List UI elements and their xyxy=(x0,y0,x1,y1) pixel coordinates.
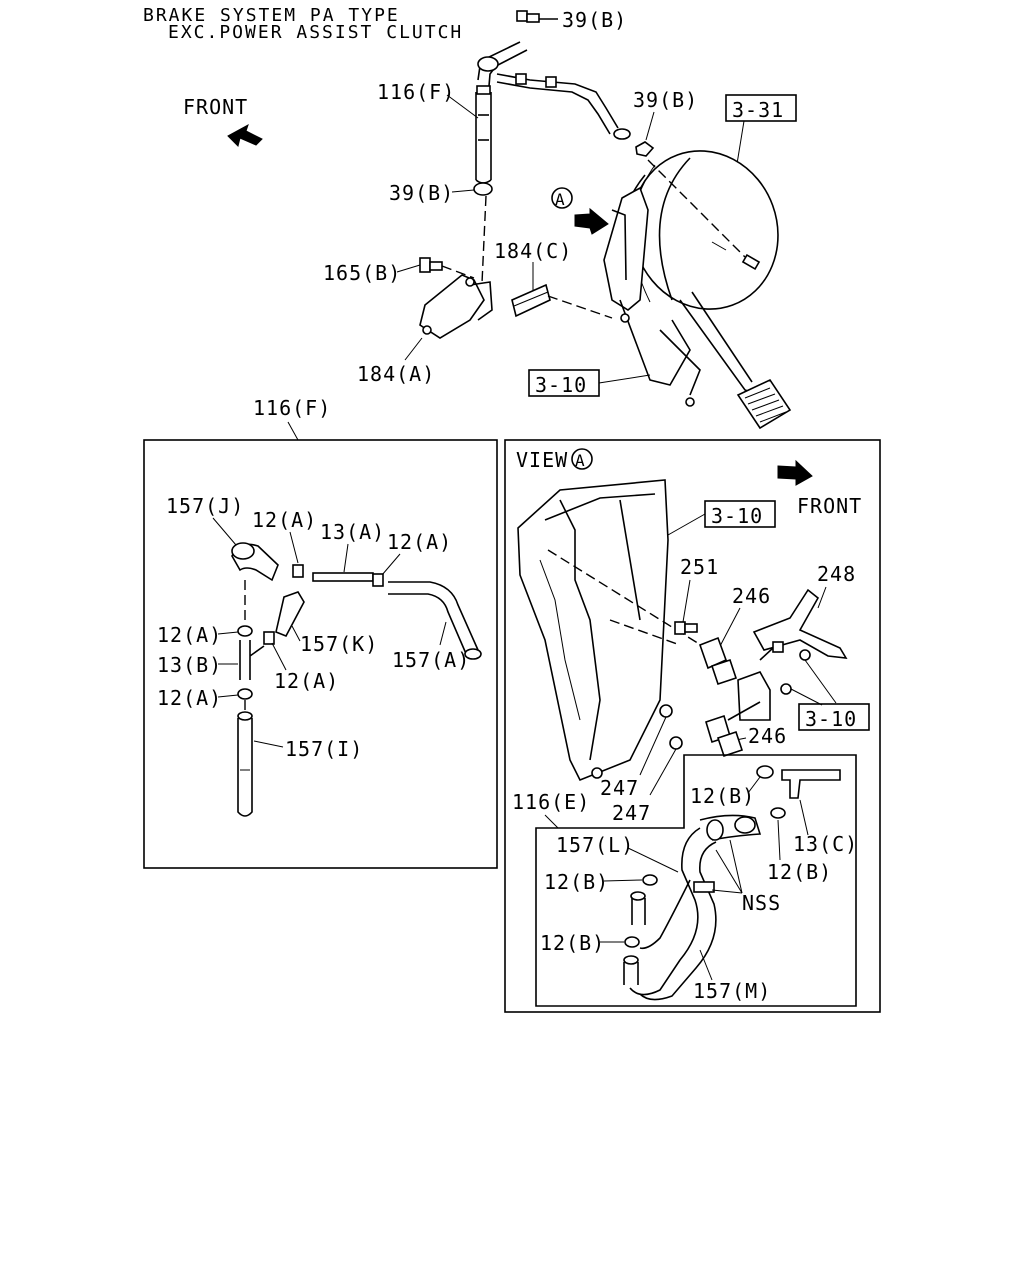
label-12a-4: 12(A) xyxy=(157,686,222,710)
bolt-165b xyxy=(419,257,443,273)
switch-246-b xyxy=(705,701,761,758)
label-12a-5: 12(A) xyxy=(274,669,339,693)
view-a-marker-detail xyxy=(571,448,593,470)
front-arrow-upper-icon xyxy=(227,123,263,147)
view-a-marker-upper xyxy=(551,187,573,209)
label-157j: 157(J) xyxy=(166,494,244,518)
label-184a: 184(A) xyxy=(357,362,435,386)
pedal-bracket-view xyxy=(517,479,726,782)
label-157a: 157(A) xyxy=(392,648,470,672)
label-246-b: 246 xyxy=(748,724,787,748)
hose-upper xyxy=(475,41,631,184)
label-39b-right: 39(B) xyxy=(633,88,698,112)
label-165b: 165(B) xyxy=(323,261,401,285)
detail-box-116e xyxy=(535,754,857,1007)
view-label: VIEW xyxy=(516,448,568,472)
label-13b: 13(B) xyxy=(157,653,222,677)
pedal-bracket xyxy=(603,186,792,430)
part-184a-bracket xyxy=(419,274,493,339)
label-12b-3: 12(B) xyxy=(544,870,609,894)
label-13a: 13(A) xyxy=(320,520,385,544)
diagram-title-line2: EXC.POWER ASSIST CLUTCH xyxy=(168,22,463,43)
label-39b-top: 39(B) xyxy=(562,8,627,32)
bolt-251 xyxy=(674,621,698,635)
label-247-b: 247 xyxy=(612,801,651,825)
detail-116e-parts: 12(B) 13(C) 12(B) 157(L) NSS 12(B) 12(B) xyxy=(540,765,858,1003)
label-nss: NSS xyxy=(742,891,781,915)
label-12a-2: 12(A) xyxy=(387,530,452,554)
plate-246-bracket xyxy=(737,671,771,721)
ref-3-10-b: 3-10 xyxy=(805,707,857,731)
view-a-letter-upper: A xyxy=(555,190,566,209)
diagram-title-line1: BRAKE SYSTEM PA TYPE xyxy=(143,5,400,26)
clamp-39b-mid xyxy=(473,182,493,196)
clamp-39b-top xyxy=(516,10,558,23)
ref-3-10-upper: 3-10 xyxy=(535,373,587,397)
upper-assembly: 39(B) 116(F) FRONT 39(B) xyxy=(183,8,797,430)
label-116f-upper: 116(F) xyxy=(377,80,455,104)
label-248: 248 xyxy=(817,562,856,586)
part-184c-pad xyxy=(511,283,551,318)
front-label-upper: FRONT xyxy=(183,95,248,119)
label-184c: 184(C) xyxy=(494,239,572,263)
view-a-arrow-icon xyxy=(574,207,609,235)
view-a-letter-detail: A xyxy=(575,451,586,470)
label-157k: 157(K) xyxy=(300,632,378,656)
label-247-a: 247 xyxy=(600,776,639,800)
clamp-39b-right xyxy=(635,141,655,157)
front-arrow-detail-icon xyxy=(777,459,813,486)
ref-3-10-a: 3-10 xyxy=(711,504,763,528)
ref-3-31: 3-31 xyxy=(732,98,784,122)
label-116e: 116(E) xyxy=(512,790,590,814)
front-label-detail: FRONT xyxy=(797,494,862,518)
bracket-248 xyxy=(752,588,848,659)
detail-box-view-a xyxy=(504,439,881,1013)
label-39b-mid: 39(B) xyxy=(389,181,454,205)
ref-box-3-31 xyxy=(725,94,797,122)
label-12a-1: 12(A) xyxy=(252,508,317,532)
label-246-a: 246 xyxy=(732,584,771,608)
ref-box-3-10-b xyxy=(798,703,870,731)
label-157i: 157(I) xyxy=(285,737,363,761)
detail-left-parts: 157(J) 12(A) 13(A) 12(A) 157(A) 157(K) 1… xyxy=(157,494,482,817)
label-12a-3: 12(A) xyxy=(157,623,222,647)
detail-box-116f xyxy=(143,439,498,869)
label-12b-1: 12(B) xyxy=(690,784,755,808)
label-13c: 13(C) xyxy=(793,832,858,856)
detail-left-title: 116(F) xyxy=(253,396,331,420)
tee-13c xyxy=(781,769,841,799)
label-12b-4: 12(B) xyxy=(540,931,605,955)
label-251: 251 xyxy=(680,555,719,579)
label-157l: 157(L) xyxy=(556,833,634,857)
label-12b-2: 12(B) xyxy=(767,860,832,884)
switch-246-a xyxy=(698,636,738,686)
label-157m: 157(M) xyxy=(693,979,771,1003)
